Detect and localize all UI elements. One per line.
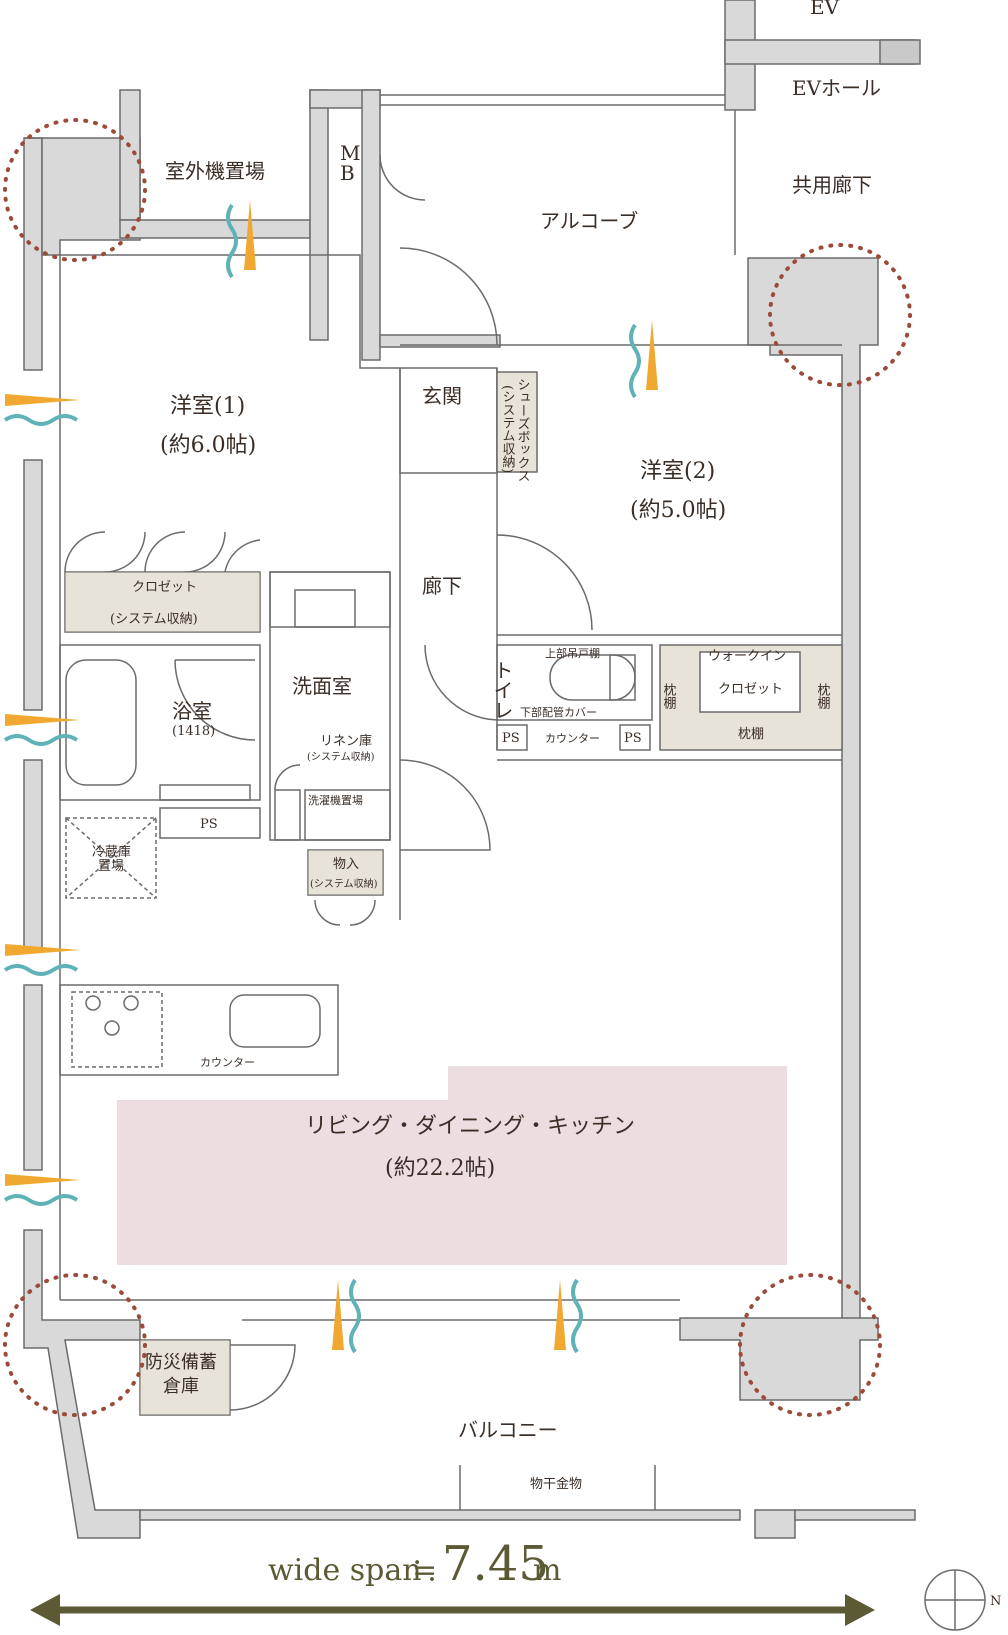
label-drying: 物干金物 xyxy=(530,1476,582,1492)
label-ps-bath: PS xyxy=(200,817,218,832)
label-corridor: 廊下 xyxy=(422,574,462,598)
label-ps-toilet-left: PS xyxy=(502,731,520,746)
label-ev: EV xyxy=(810,0,840,19)
span-approx: ≒ xyxy=(412,1553,437,1588)
label-outdoor-unit: 室外機置場 xyxy=(165,159,265,183)
label-entrance: 玄関 xyxy=(422,384,462,408)
label-upper-shelf: 上部吊戸棚 xyxy=(545,646,600,660)
label-fridge-2: 置場 xyxy=(98,859,124,874)
label-linen: リネン庫 xyxy=(320,734,372,749)
label-mb-top: M xyxy=(340,141,360,165)
walls xyxy=(23,0,921,1539)
label-balcony: バルコニー xyxy=(458,1418,558,1442)
ldk-area xyxy=(117,1066,787,1265)
partitions xyxy=(59,94,843,1510)
label-alcove: アルコーブ xyxy=(540,209,638,233)
label-disaster-2: 倉庫 xyxy=(163,1376,199,1397)
label-pillow-bottom: 枕棚 xyxy=(738,727,764,742)
wide-span-indicator: wide span ≒ 7.45 m xyxy=(30,1536,875,1626)
label-walkin-closet: クロゼット xyxy=(718,682,783,697)
label-mb-bottom: B xyxy=(340,161,355,185)
label-western1-size: (約6.0帖) xyxy=(160,433,256,458)
label-disaster-1: 防災備蓄 xyxy=(145,1352,217,1373)
label-washer: 洗濯機置場 xyxy=(308,793,363,807)
label-storage-sub: (システム収納) xyxy=(310,877,378,890)
label-western1: 洋室(1) xyxy=(170,394,245,419)
label-storage: 物入 xyxy=(333,857,359,872)
label-shoebox-sub: (システム収納) xyxy=(500,385,516,473)
label-western2-size: (約5.0帖) xyxy=(630,498,726,523)
label-washroom: 洗面室 xyxy=(292,674,352,698)
label-shoebox: シューズボックス xyxy=(515,378,530,482)
label-bathroom-size: (1418) xyxy=(172,724,215,739)
view-indicators xyxy=(3,118,912,1417)
compass-label: N xyxy=(990,1594,1001,1609)
label-fridge-1: 冷蔵庫 xyxy=(92,845,131,860)
label-toilet: トイレ xyxy=(490,660,514,720)
label-toilet-counter: カウンター xyxy=(545,732,600,745)
label-pillow-right: 枕棚 xyxy=(815,683,831,709)
stove-burners xyxy=(85,995,139,1036)
label-common-corridor: 共用廊下 xyxy=(792,173,872,197)
storage-fills xyxy=(64,571,384,1416)
label-ev-hall: EVホール xyxy=(792,76,881,100)
label-western2: 洋室(2) xyxy=(640,459,715,484)
label-ps-toilet-right: PS xyxy=(624,731,642,746)
room-labels: EV EVホール 共用廊下 アルコーブ 室外機置場 M B 洋室(1) (約6.… xyxy=(92,0,881,1492)
span-value: 7.45 xyxy=(442,1536,549,1592)
label-ldk: リビング・ダイニング・キッチン xyxy=(305,1114,635,1139)
ventilation-markers xyxy=(3,200,658,1354)
compass-icon: N xyxy=(924,1569,1001,1631)
span-prefix: wide span xyxy=(268,1553,422,1588)
label-pipe-cover: 下部配管カバー xyxy=(520,705,597,719)
label-closet: クロゼット xyxy=(132,580,197,595)
label-ldk-size: (約22.2帖) xyxy=(385,1156,495,1181)
label-linen-sub: (システム収納) xyxy=(307,750,375,763)
label-bathroom: 浴室 xyxy=(172,699,212,723)
span-unit: m xyxy=(533,1553,561,1588)
label-pillow-left: 枕棚 xyxy=(661,683,677,709)
label-walkin: ウォークイン xyxy=(708,649,786,664)
label-kitchen-counter: カウンター xyxy=(200,1056,255,1069)
label-closet-sub: (システム収納) xyxy=(110,612,198,627)
